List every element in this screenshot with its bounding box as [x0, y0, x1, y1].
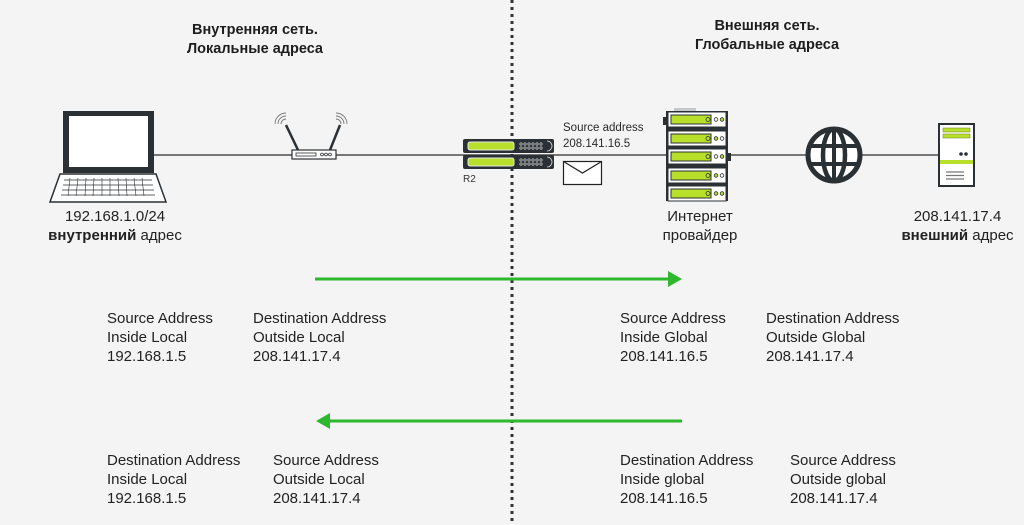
inbound-inside-destination: Destination Address Inside Local 192.168… — [107, 451, 240, 508]
address-ip: 208.141.17.4 — [253, 348, 341, 365]
address-role: Source Address — [273, 452, 379, 469]
laptop-label-bold: внутренний — [48, 227, 137, 244]
outside-zone-title-line2: Глобальные адреса — [694, 37, 840, 53]
address-ip: 192.168.1.5 — [107, 490, 187, 507]
address-type: Outside global — [790, 471, 886, 488]
laptop-label-rest: адрес — [136, 227, 182, 244]
external-server-label: внешний адрес — [880, 226, 1024, 245]
address-ip: 192.168.1.5 — [107, 348, 187, 365]
inside-zone-title-line2: Локальные адреса — [186, 41, 323, 57]
address-type: Inside Local — [107, 329, 188, 346]
packet-label-line1: Source address — [563, 122, 644, 134]
address-type: Outside Local — [253, 329, 345, 346]
inside-zone-title: Внутренняя сеть. Локальные адреса — [150, 21, 360, 59]
inbound-inside-source: Source Address Outside Local 208.141.17.… — [273, 451, 379, 508]
address-role: Destination Address — [766, 310, 900, 327]
inside-zone-title-line1: Внутренняя сеть. — [192, 22, 318, 38]
packet-label-line2: 208.141.16.5 — [563, 138, 631, 150]
outside-zone-title: Внешняя сеть. Глобальные адреса — [662, 17, 872, 55]
outbound-inside-destination: Destination Address Outside Local 208.14… — [253, 309, 386, 366]
external-server-label-rest: адрес — [968, 227, 1014, 244]
external-server-device[interactable] — [938, 123, 976, 192]
laptop-label: внутренний адрес — [20, 226, 210, 245]
globe-icon — [805, 126, 863, 184]
address-role: Source Address — [620, 310, 726, 327]
wifi-router-device[interactable] — [272, 112, 356, 167]
address-role: Destination Address — [620, 452, 754, 469]
server-rack-icon — [663, 108, 731, 202]
isp-caption: Интернет провайдер — [635, 207, 765, 245]
address-ip: 208.141.17.4 — [766, 348, 854, 365]
outbound-inside-source: Source Address Inside Local 192.168.1.5 — [107, 309, 213, 366]
inbound-arrow-head — [316, 413, 330, 429]
address-role: Destination Address — [107, 452, 241, 469]
wifi-router-icon — [274, 112, 348, 160]
outside-zone-title-line1: Внешняя сеть. — [714, 18, 820, 34]
internet-cloud[interactable] — [805, 126, 863, 189]
outbound-arrow — [315, 271, 682, 287]
outbound-outside-destination: Destination Address Outside Global 208.1… — [766, 309, 899, 366]
packet-label: Source address 208.141.16.5 — [563, 120, 644, 152]
address-ip: 208.141.16.5 — [620, 348, 708, 365]
address-type: Outside Global — [766, 329, 866, 346]
router-r2-label: R2 — [463, 174, 476, 185]
external-server-label-bold: внешний — [901, 227, 969, 244]
router-icon — [463, 139, 554, 169]
address-ip: 208.141.17.4 — [273, 490, 361, 507]
outbound-arrow-head — [668, 271, 682, 287]
address-type: Inside Global — [620, 329, 708, 346]
address-role: Source Address — [107, 310, 213, 327]
isp-device[interactable] — [660, 107, 732, 208]
outbound-outside-source: Source Address Inside Global 208.141.16.… — [620, 309, 726, 366]
packet — [562, 160, 603, 191]
external-server-address: 208.141.17.4 — [913, 208, 1002, 225]
address-type: Inside global — [620, 471, 705, 488]
address-type: Outside Local — [273, 471, 365, 488]
server-icon — [938, 123, 975, 187]
laptop-device[interactable] — [48, 110, 168, 209]
address-role: Destination Address — [253, 310, 387, 327]
isp-caption-line1: Интернет — [667, 208, 733, 225]
laptop-address: 192.168.1.0/24 — [64, 208, 166, 225]
isp-caption-line2: провайдер — [662, 227, 738, 244]
inbound-arrow — [316, 413, 682, 429]
address-ip: 208.141.16.5 — [620, 490, 708, 507]
inbound-outside-destination: Destination Address Inside global 208.14… — [620, 451, 753, 508]
address-ip: 208.141.17.4 — [790, 490, 878, 507]
address-type: Inside Local — [107, 471, 188, 488]
address-role: Source Address — [790, 452, 896, 469]
envelope-icon — [562, 160, 603, 186]
inbound-outside-source: Source Address Outside global 208.141.17… — [790, 451, 896, 508]
router-r2-device[interactable] — [463, 139, 555, 176]
external-server-caption: 208.141.17.4 внешний адрес — [880, 207, 1024, 245]
laptop-caption: 192.168.1.0/24 внутренний адрес — [20, 207, 210, 245]
laptop-icon — [48, 111, 168, 203]
